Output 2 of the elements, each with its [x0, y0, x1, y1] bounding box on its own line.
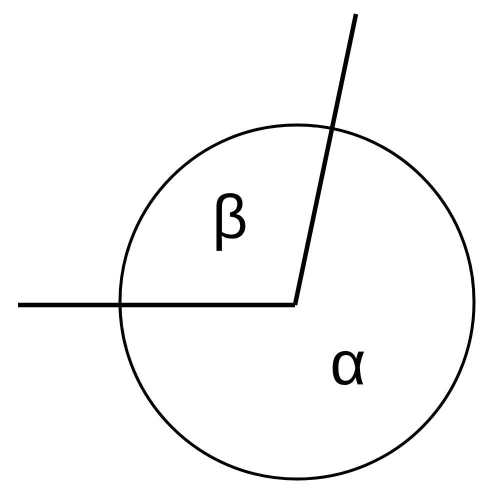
angle-label: β [216, 193, 246, 251]
angle-label: α [332, 351, 364, 385]
